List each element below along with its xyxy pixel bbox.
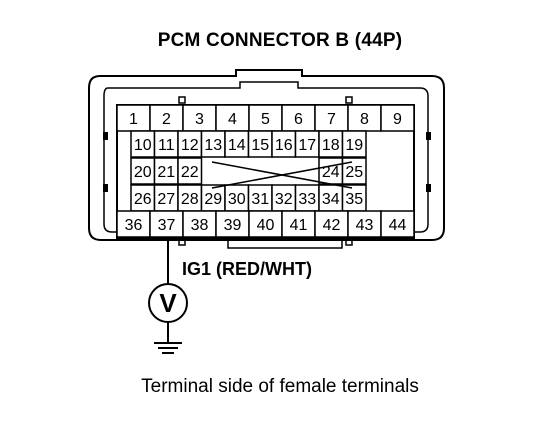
terminal-42-box	[314, 210, 349, 238]
terminal-43-label: 43	[356, 217, 374, 234]
terminal-25-box	[341, 157, 367, 185]
bottom-marker-right	[345, 238, 353, 246]
terminal-12-label: 12	[181, 137, 199, 154]
terminal-31-label: 31	[251, 191, 269, 208]
terminal-25-label: 25	[345, 164, 363, 181]
top-marker-left	[178, 96, 186, 104]
terminal-21-label: 21	[157, 164, 175, 181]
terminal-29-label: 29	[204, 191, 222, 208]
terminal-22-box	[177, 157, 203, 185]
caption: Terminal side of female terminals	[141, 376, 419, 397]
terminal-28-label: 28	[181, 191, 199, 208]
terminal-37-label: 37	[158, 217, 176, 234]
terminal-3-box	[182, 104, 217, 132]
terminal-39-label: 39	[224, 217, 242, 234]
bottom-marker-left	[178, 238, 186, 246]
lock-tab-right-top	[426, 132, 431, 140]
terminal-24-label: 24	[322, 164, 340, 181]
terminal-26-label: 26	[134, 191, 152, 208]
terminal-14-label: 14	[228, 137, 246, 154]
lock-tab-left-top	[103, 132, 108, 140]
terminal-34-label: 34	[322, 191, 340, 208]
terminal-37-box	[149, 210, 184, 238]
terminal-35-label: 35	[345, 191, 363, 208]
terminal-2-label: 2	[162, 111, 171, 128]
terminal-19-box	[341, 130, 367, 158]
terminal-38-box	[182, 210, 217, 238]
terminal-33-label: 33	[298, 191, 316, 208]
lock-tab-right-bottom	[426, 184, 431, 192]
connector-title: PCM CONNECTOR B (44P)	[157, 30, 403, 51]
terminal-43-box	[347, 210, 382, 238]
terminal-11-label: 11	[158, 137, 175, 154]
terminal-18-label: 18	[322, 137, 340, 154]
terminal-40-label: 40	[257, 217, 275, 234]
terminal-22-label: 22	[181, 164, 199, 181]
connector-housing-inner	[103, 81, 429, 233]
terminal-13-label: 13	[204, 137, 222, 154]
terminal-9-label: 9	[393, 111, 402, 128]
terminal-20-label: 20	[134, 164, 152, 181]
terminal-8-box	[347, 104, 382, 132]
terminal-1-label: 1	[129, 111, 138, 128]
top-marker-right	[345, 96, 353, 104]
terminal-5-label: 5	[261, 111, 270, 128]
terminal-4-label: 4	[228, 111, 237, 128]
terminal-6-label: 6	[294, 111, 303, 128]
terminal-7-label: 7	[327, 111, 336, 128]
terminal-10-label: 10	[134, 137, 152, 154]
lock-tab-left-bottom	[103, 184, 108, 192]
terminal-44-label: 44	[389, 217, 407, 234]
voltmeter-symbol: V	[159, 288, 177, 318]
terminal-39-box	[215, 210, 250, 238]
terminal-32-label: 32	[275, 191, 293, 208]
terminal-40-box	[248, 210, 283, 238]
terminal-44-box	[380, 210, 415, 238]
terminal-9-box	[380, 104, 415, 132]
wire-label: IG1 (RED/WHT)	[182, 259, 312, 279]
terminal-19-label: 19	[345, 137, 363, 154]
terminal-27-label: 27	[157, 191, 175, 208]
terminal-8-label: 8	[360, 111, 369, 128]
connector-housing-outer	[88, 69, 445, 241]
terminal-41-label: 41	[290, 217, 308, 234]
blank-cross-line-2	[211, 161, 353, 189]
terminal-42-label: 42	[323, 217, 341, 234]
connector-bottom-tab	[227, 240, 343, 249]
terminal-3-label: 3	[195, 111, 204, 128]
terminal-16-label: 16	[275, 137, 293, 154]
terminal-15-label: 15	[251, 137, 269, 154]
terminal-17-label: 17	[298, 137, 316, 154]
terminal-2-box	[149, 104, 184, 132]
terminal-30-label: 30	[228, 191, 246, 208]
terminal-38-label: 38	[191, 217, 209, 234]
terminal-5-box	[248, 104, 283, 132]
terminal-36-label: 36	[125, 217, 143, 234]
